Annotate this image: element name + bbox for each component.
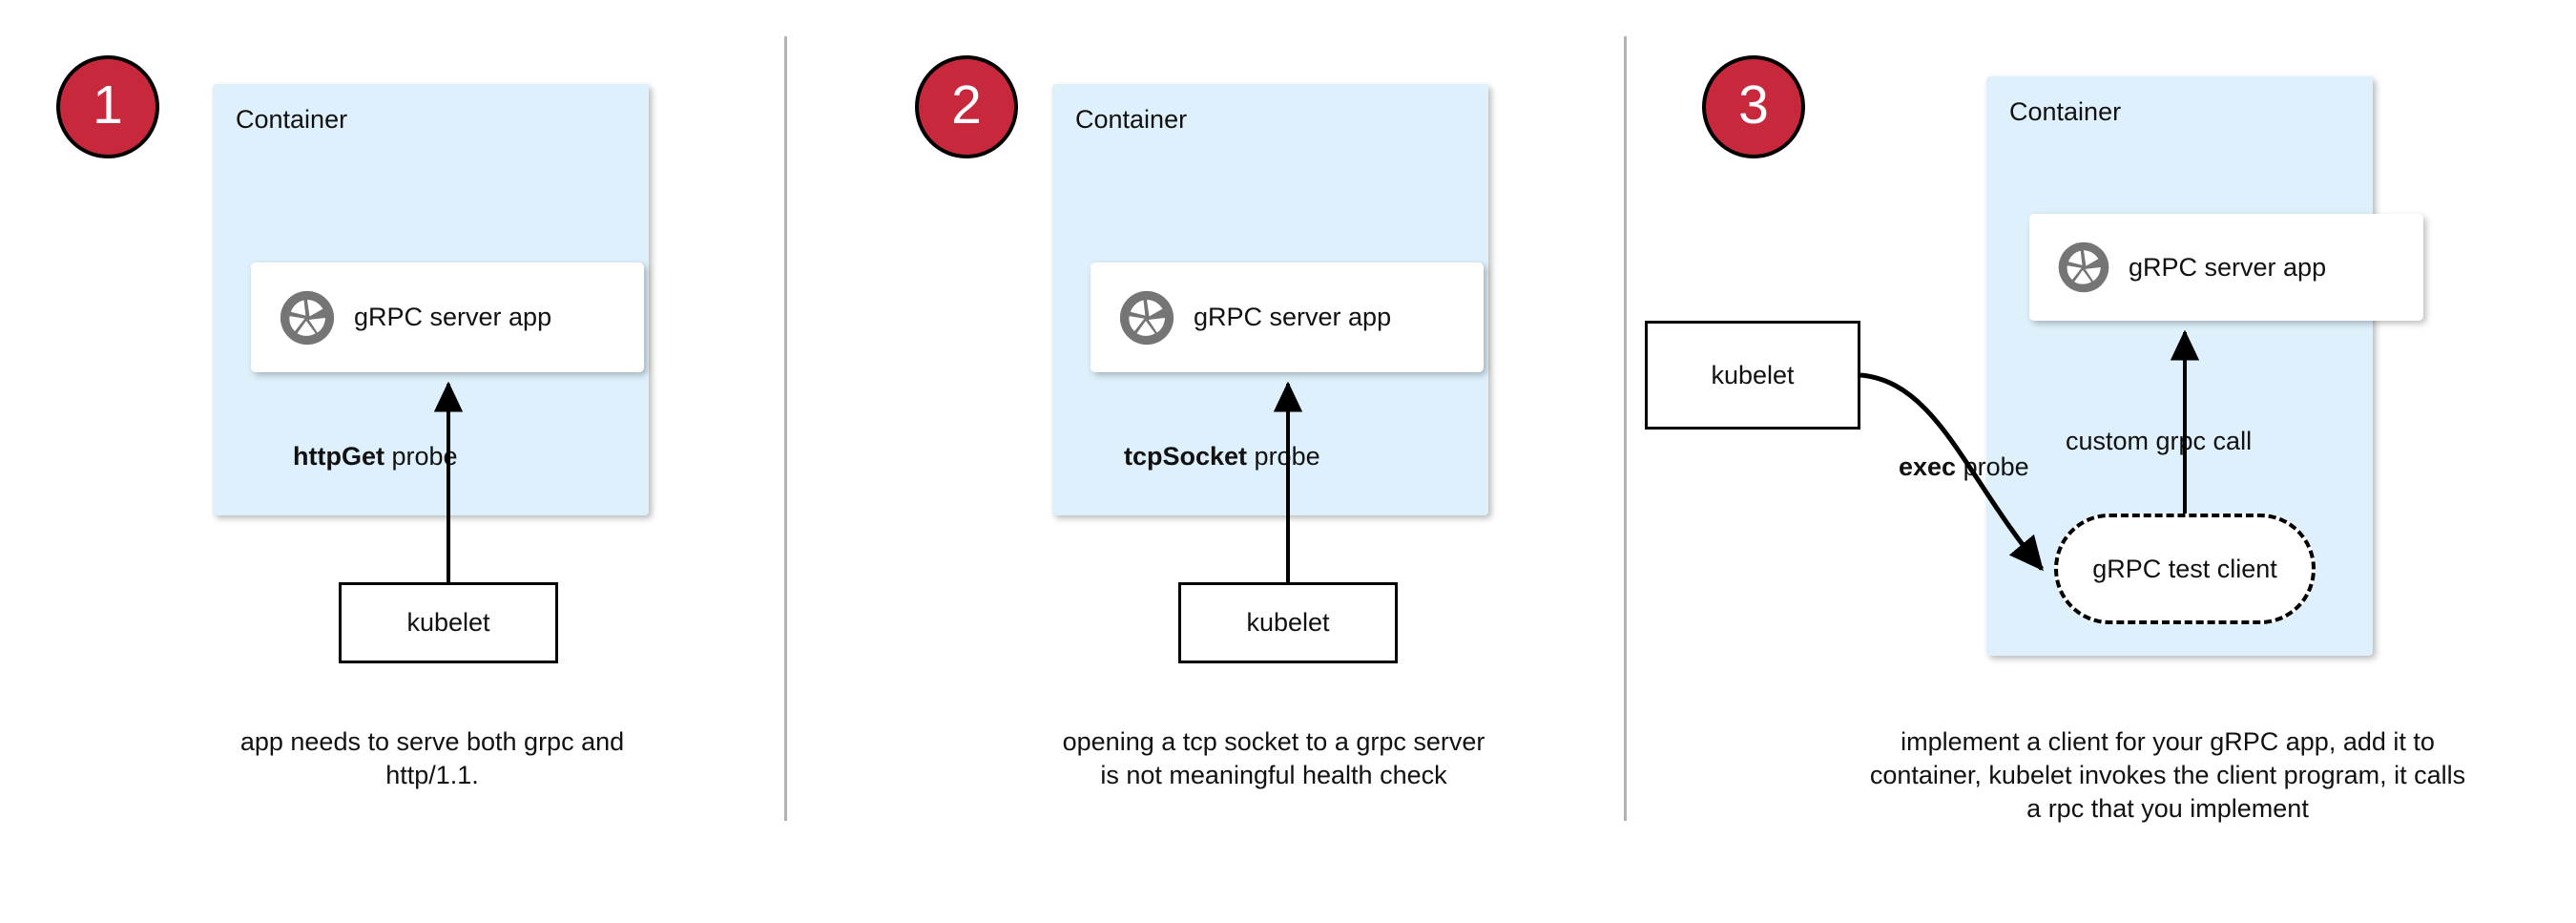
probe-label-1-bold: httpGet bbox=[293, 442, 384, 471]
panel-caption-2: opening a tcp socket to a grpc server is… bbox=[1062, 727, 1485, 789]
kubelet-box-2: kubelet bbox=[1178, 582, 1398, 663]
panel-caption-3: implement a client for your gRPC app, ad… bbox=[1869, 727, 2466, 823]
grpc-aperture-icon bbox=[1119, 290, 1174, 345]
grpc-test-client-box: gRPC test client bbox=[2054, 514, 2316, 624]
grpc-server-app-label-3: gRPC server app bbox=[2129, 252, 2327, 282]
kubelet-label-1: kubelet bbox=[406, 608, 490, 637]
kubelet-box-1: kubelet bbox=[339, 582, 558, 663]
step-badge-3: 3 bbox=[1702, 55, 1805, 158]
step-badge-1: 1 bbox=[56, 55, 159, 158]
panel-divider-1 bbox=[784, 36, 787, 821]
probe-label-3: exec probe bbox=[1899, 452, 2029, 482]
grpc-aperture-icon bbox=[2058, 241, 2109, 293]
step-badge-3-number: 3 bbox=[1738, 73, 1769, 136]
grpc-test-client-label: gRPC test client bbox=[2092, 554, 2277, 583]
step-badge-2-number: 2 bbox=[951, 73, 982, 136]
grpc-server-app-card-3: gRPC server app bbox=[2029, 214, 2423, 321]
kubelet-box-3: kubelet bbox=[1645, 321, 1860, 430]
grpc-server-app-card-1: gRPC server app bbox=[251, 262, 644, 372]
grpc-server-app-label-2: gRPC server app bbox=[1194, 303, 1392, 331]
panel-divider-2 bbox=[1624, 36, 1627, 821]
probe-label-2: tcpSocket probe bbox=[1124, 442, 1320, 472]
probe-label-1-rest: probe bbox=[384, 442, 458, 471]
container-label-3: Container bbox=[2009, 97, 2122, 126]
grpc-aperture-icon bbox=[280, 290, 335, 345]
step-badge-1-number: 1 bbox=[93, 73, 123, 136]
probe-label-2-rest: probe bbox=[1247, 442, 1320, 471]
container-label-2: Container bbox=[1075, 105, 1188, 134]
probe-label-1: httpGet probe bbox=[293, 442, 458, 472]
probe-label-2-bold: tcpSocket bbox=[1124, 442, 1248, 471]
container-label-1: Container bbox=[236, 105, 348, 134]
grpc-server-app-label-1: gRPC server app bbox=[354, 303, 552, 331]
kubelet-label-2: kubelet bbox=[1246, 608, 1330, 637]
panel-caption-1: app needs to serve both grpc and http/1.… bbox=[239, 727, 625, 789]
step-badge-2: 2 bbox=[915, 55, 1018, 158]
probe-label-3-rest: probe bbox=[1956, 452, 2029, 481]
probe-label-3-bold: exec bbox=[1899, 452, 1957, 481]
grpc-server-app-card-2: gRPC server app bbox=[1091, 262, 1484, 372]
custom-grpc-call-label: custom grpc call bbox=[2066, 427, 2253, 455]
kubelet-label-3: kubelet bbox=[1711, 360, 1795, 389]
